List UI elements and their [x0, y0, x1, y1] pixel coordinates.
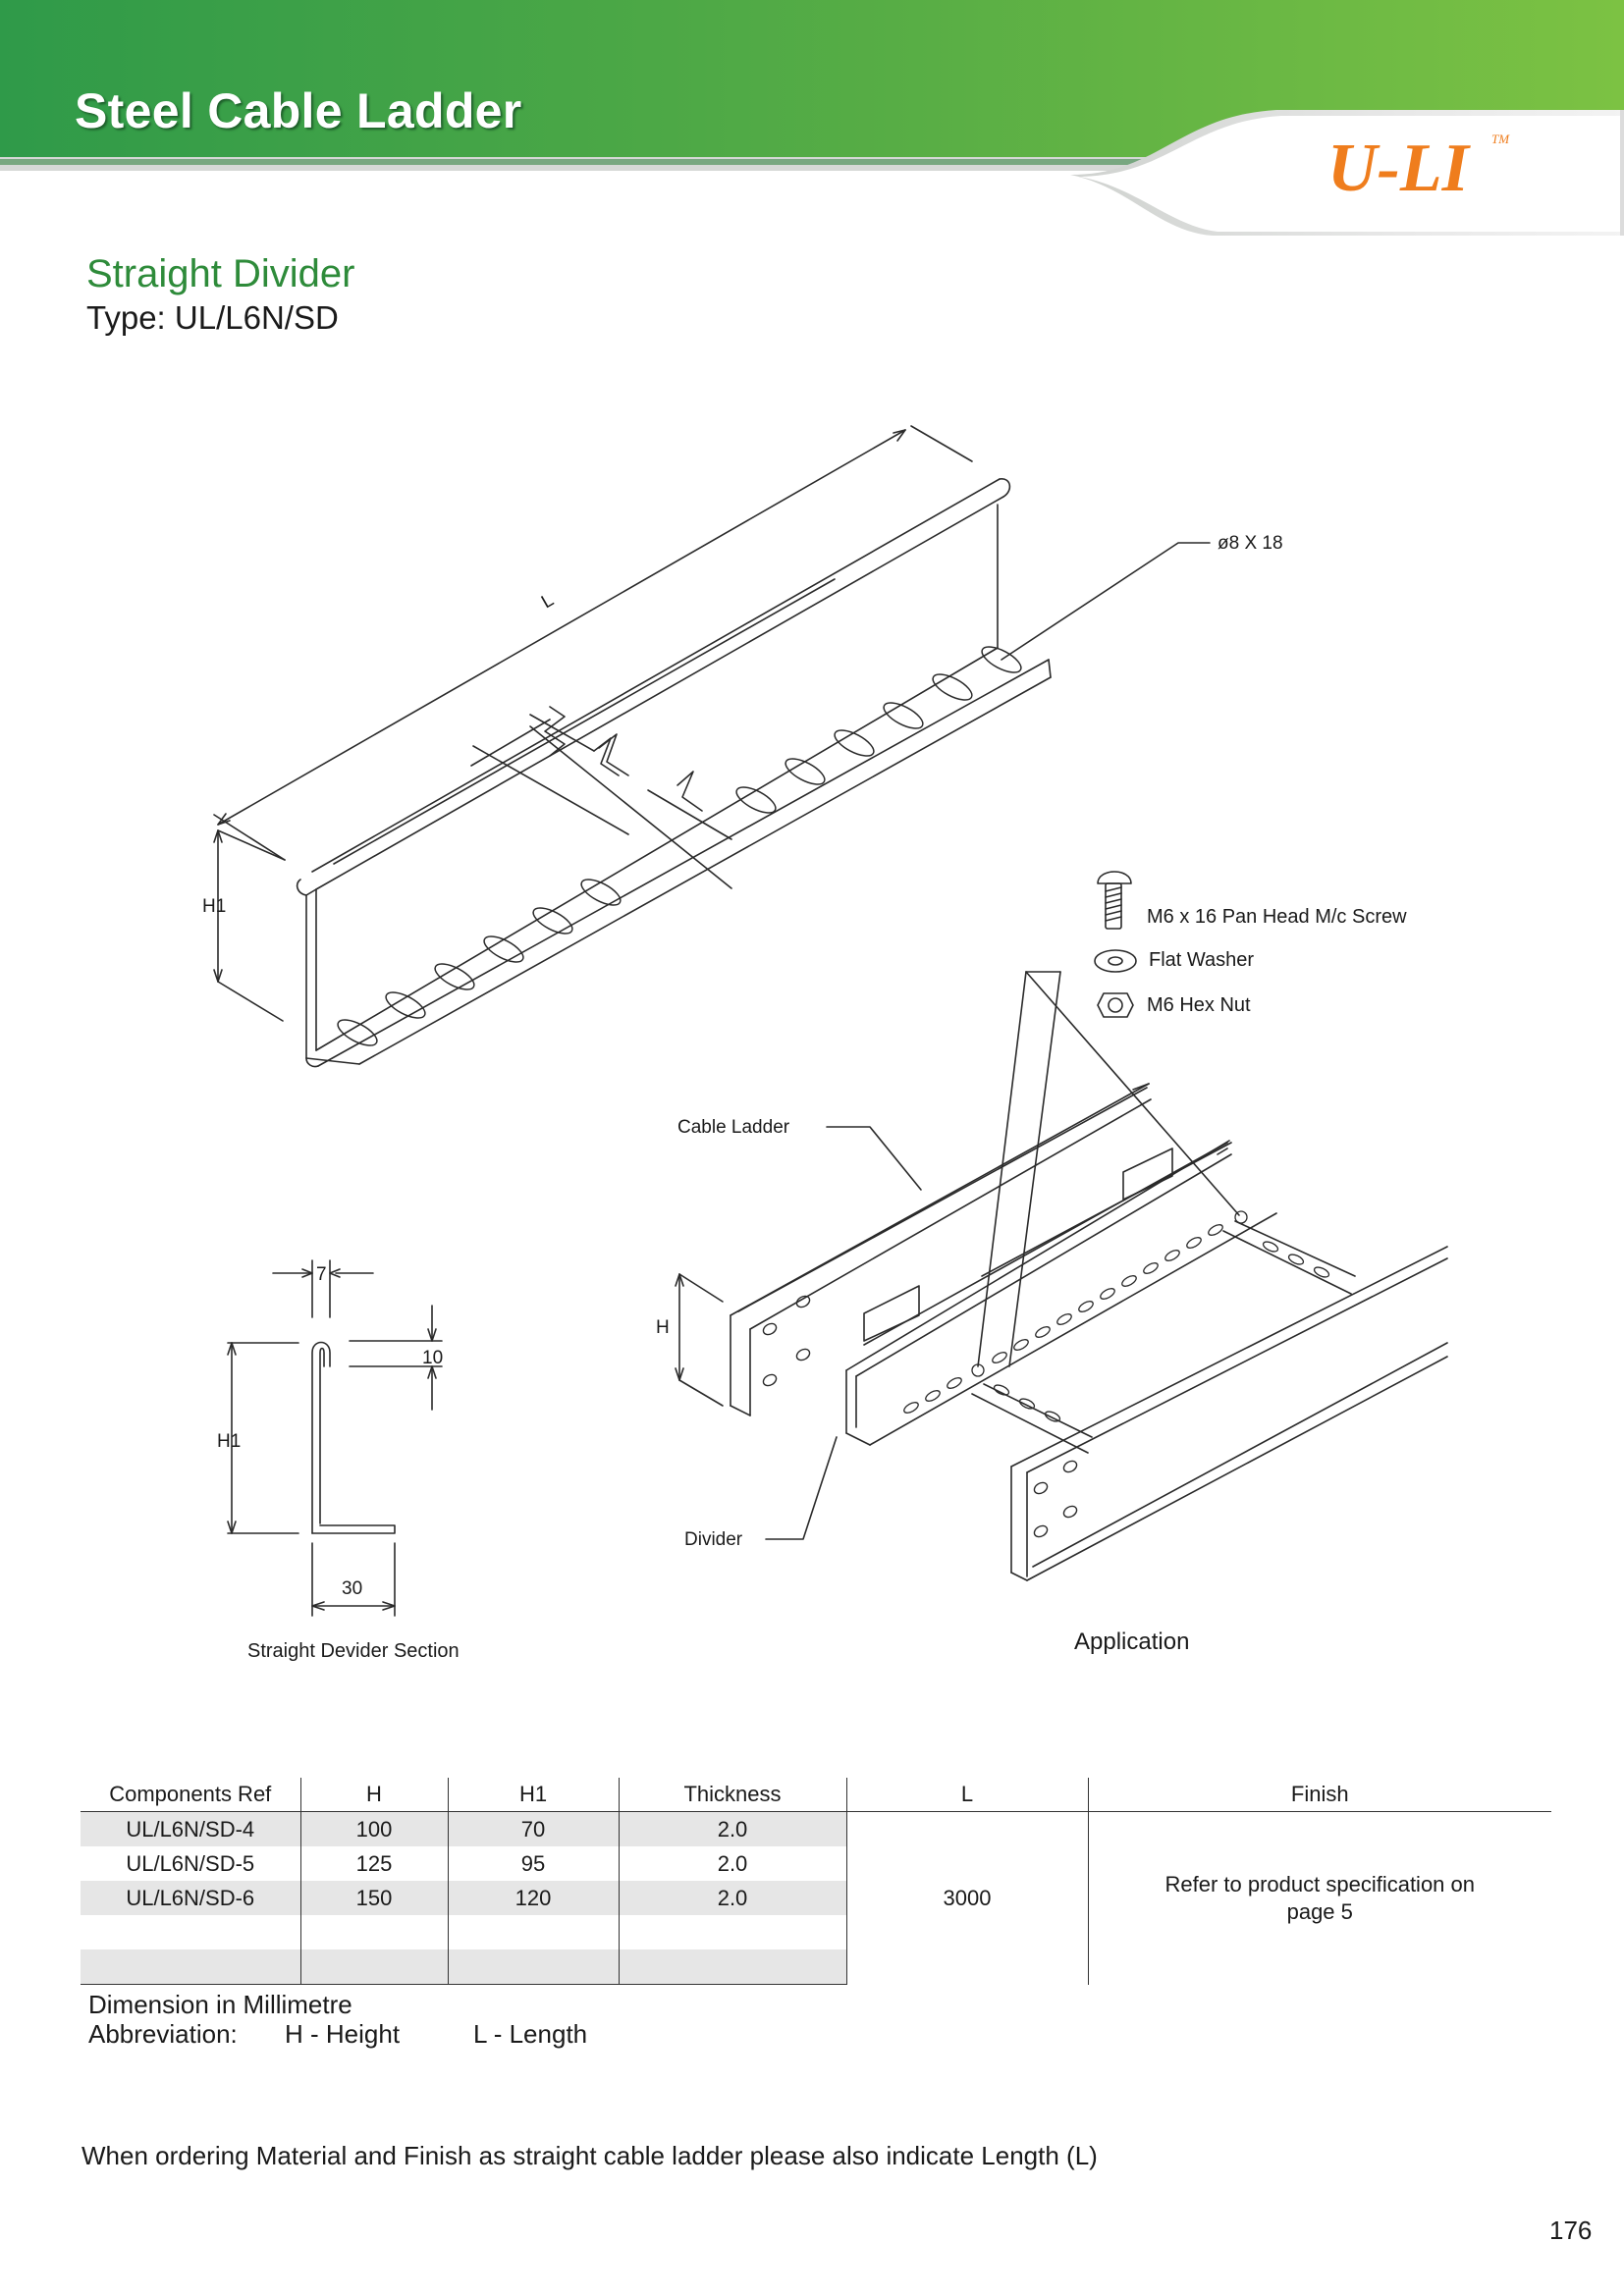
- cell-h1: 70: [448, 1811, 620, 1846]
- table-row: UL/L6N/SD-5 125 95 2.0: [81, 1846, 1551, 1881]
- dimension-note: Dimension in Millimetre: [88, 1990, 352, 2019]
- header-h: H: [300, 1778, 449, 1812]
- length-dimension-label: L: [538, 590, 558, 613]
- table-row: UL/L6N/SD-6 150 120 2.0: [81, 1881, 1551, 1915]
- table-row-empty: [81, 1915, 1551, 1949]
- hex-nut-icon: [1097, 992, 1134, 1018]
- cell-h: 150: [300, 1881, 449, 1915]
- cell-thickness: 2.0: [619, 1811, 847, 1846]
- header-title: Steel Cable Ladder: [75, 83, 522, 138]
- cell-thickness: 2.0: [619, 1846, 847, 1881]
- abbreviation-height: H - Height: [285, 2019, 401, 2049]
- section-title: Straight Divider: [86, 252, 355, 295]
- abbreviation-note: Abbreviation: H - Height L - Length: [88, 2019, 587, 2049]
- abbreviation-length: L - Length: [473, 2019, 588, 2049]
- h-dimension-label: H: [656, 1317, 670, 1338]
- header-banner: [0, 0, 1624, 236]
- divider-section-drawing: [227, 1259, 443, 1617]
- fastener-drawings: [1094, 871, 1137, 1018]
- table-row-empty: [81, 1949, 1551, 1985]
- ordering-note: When ordering Material and Finish as str…: [81, 2141, 1098, 2170]
- cell-h1: 95: [448, 1846, 620, 1881]
- cell-ref: UL/L6N/SD-4: [81, 1811, 301, 1846]
- cable-ladder-label: Cable Ladder: [677, 1117, 790, 1138]
- cell-h: 100: [300, 1811, 449, 1846]
- header-components-ref: Components Ref: [81, 1778, 301, 1812]
- section-caption: Straight Devider Section: [247, 1640, 460, 1662]
- table-header-row: Components Ref H H1 Thickness L Finish: [81, 1778, 1551, 1812]
- h1-dimension-label: H1: [202, 896, 227, 917]
- table-row: UL/L6N/SD-4 100 70 2.0 3000 Refer to pro…: [81, 1811, 1551, 1985]
- cell-ref: UL/L6N/SD-6: [81, 1881, 301, 1915]
- screw-label: M6 x 16 Pan Head M/c Screw: [1147, 906, 1407, 928]
- washer-icon: [1094, 949, 1137, 973]
- header-h1: H1: [448, 1778, 620, 1812]
- section-type: Type: UL/L6N/SD: [86, 299, 339, 336]
- header-length: L: [846, 1778, 1089, 1812]
- header-finish: Finish: [1088, 1778, 1551, 1812]
- specification-table: Components Ref H H1 Thickness L Finish U…: [81, 1778, 1551, 1985]
- cell-finish: Refer to product specification on page 5: [1088, 1811, 1551, 1985]
- application-drawing: [675, 971, 1448, 1581]
- section-dim-height-label: H1: [217, 1431, 242, 1452]
- page-number: 176: [1549, 2216, 1593, 2245]
- trademark-mark: TM: [1491, 132, 1510, 146]
- cell-h: 125: [300, 1846, 449, 1881]
- slot-size-label: ø8 X 18: [1218, 533, 1283, 554]
- divider-isometric-drawing: [213, 425, 1211, 1068]
- section-dim-right-label: 10: [422, 1348, 444, 1368]
- washer-label: Flat Washer: [1149, 949, 1255, 971]
- header-thickness: Thickness: [619, 1778, 847, 1812]
- hex-nut-label: M6 Hex Nut: [1147, 994, 1251, 1016]
- brand-logo: U-LI: [1327, 131, 1469, 206]
- cell-h1: 120: [448, 1881, 620, 1915]
- notes-block: Dimension in Millimetre Abbreviation: H -…: [88, 1990, 587, 2049]
- cell-ref: UL/L6N/SD-5: [81, 1846, 301, 1881]
- application-caption: Application: [1074, 1629, 1190, 1655]
- cell-thickness: 2.0: [619, 1881, 847, 1915]
- screw-icon: [1097, 871, 1132, 884]
- section-dim-bottom-label: 30: [342, 1578, 363, 1599]
- section-dim-top-label: 7: [316, 1264, 327, 1285]
- divider-label: Divider: [684, 1529, 743, 1550]
- cell-length: 3000: [846, 1811, 1089, 1985]
- abbreviation-label: Abbreviation:: [88, 2019, 238, 2049]
